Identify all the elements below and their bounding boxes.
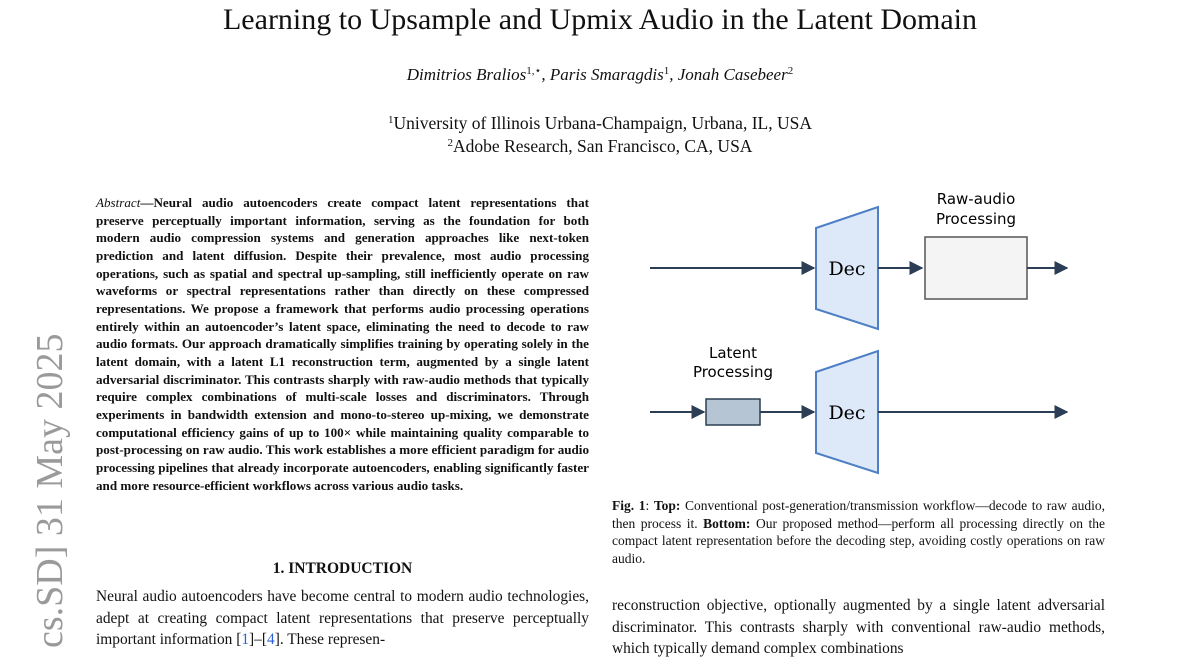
intro-text: ]–[ — [249, 631, 267, 648]
abstract-label: Abstract — [96, 195, 141, 210]
raw-audio-label-line2: Processing — [936, 210, 1016, 228]
abstract: Abstract—Neural audio autoencoders creat… — [96, 194, 589, 494]
affiliation-text: Adobe Research, San Francisco, CA, USA — [453, 136, 753, 156]
figure-caption: Fig. 1: Top: Conventional post-generatio… — [612, 497, 1105, 567]
intro-text: Neural audio autoencoders have become ce… — [96, 588, 589, 648]
figure-1: Dec Raw-audio Processing Latent Processi… — [650, 190, 1069, 475]
author-name: Dimitrios Bralios — [406, 65, 527, 84]
raw-audio-label-line1: Raw-audio — [937, 190, 1016, 208]
affiliation-mark: 2 — [447, 137, 454, 149]
body-paragraph-right: reconstruction objective, optionally aug… — [612, 597, 1105, 657]
intro-text: ]. These represen- — [274, 631, 386, 648]
citation-link[interactable]: 4 — [266, 631, 275, 648]
caption-text: Conventional post-generation/transmissio… — [612, 498, 1105, 531]
author-mark: 2 — [787, 65, 794, 77]
caption-fig-label: Fig. 1 — [612, 498, 646, 513]
latent-label-line1: Latent — [709, 344, 757, 362]
caption-bottom-label: Bottom: — [703, 515, 751, 531]
arxiv-stamp: cs.SD] 31 May 2025 — [29, 333, 71, 648]
caption-text: Our proposed method—perform all processi… — [612, 515, 1105, 566]
latent-processing-box — [705, 398, 761, 426]
affiliation-text: University of Illinois Urbana-Champaign,… — [393, 113, 812, 133]
decoder-label: Dec — [828, 258, 865, 280]
raw-audio-processing-box — [924, 236, 1028, 300]
affiliation: 1University of Illinois Urbana-Champaign… — [0, 112, 1200, 134]
latent-label-line2: Processing — [693, 363, 773, 381]
citation-link[interactable]: 1 — [241, 631, 250, 648]
intro-paragraph: Neural audio autoencoders have become ce… — [96, 586, 589, 651]
decoder-block-bottom — [815, 349, 879, 475]
caption-top-label: Top: — [653, 498, 681, 513]
author-list: Dimitrios Bralios1,⋆, Paris Smaragdis1, … — [406, 65, 794, 84]
section-heading: 1. INTRODUCTION — [272, 560, 413, 577]
caption-text: : — [645, 498, 654, 513]
decoder-label: Dec — [828, 402, 865, 424]
affiliation: 2Adobe Research, San Francisco, CA, USA — [0, 135, 1200, 157]
author-name: Jonah Casebeer — [677, 65, 788, 84]
author-name: Paris Smaragdis — [549, 65, 664, 84]
author-mark: 1,⋆ — [526, 65, 542, 77]
affiliation-mark: 1 — [388, 114, 394, 126]
abstract-text: —Neural audio autoencoders create compac… — [96, 195, 589, 493]
paper-title: Learning to Upsample and Upmix Audio in … — [222, 3, 977, 36]
decoder-block-top — [815, 205, 879, 331]
author-mark: 1 — [663, 65, 670, 77]
